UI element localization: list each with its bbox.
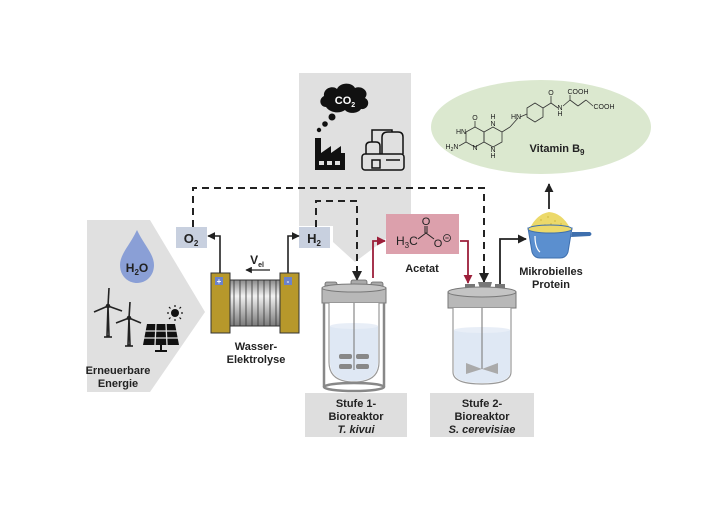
minus-terminal	[284, 277, 292, 285]
electrolysis-label-line2: Elektrolyse	[227, 354, 286, 366]
atom-h: H	[557, 111, 562, 118]
membrane-ribs	[233, 280, 277, 326]
smoke-dot	[316, 127, 322, 133]
cathode-electrode	[279, 272, 300, 334]
svg-text:S. cerevisiae: S. cerevisiae	[449, 424, 516, 436]
refinery-icon	[361, 129, 405, 171]
acetate-box-bg	[386, 214, 459, 254]
plus-sign: +	[217, 277, 222, 286]
negative-charge-icon	[443, 234, 451, 242]
atom-h: H	[490, 153, 495, 160]
h2-label: H2	[307, 231, 321, 248]
h2-outlet-arrow	[287, 232, 300, 273]
acetate-carbonyl-o: O	[422, 216, 431, 228]
svg-text:Bioreaktor: Bioreaktor	[454, 411, 510, 423]
protein-scoop-icon	[527, 212, 592, 259]
co2-panel-shape	[299, 73, 411, 262]
dashed-gas-lines	[192, 187, 485, 278]
o2-recycle-dashed-line	[192, 187, 485, 278]
minus-sign: -	[287, 277, 290, 286]
reactor-1-label: Stufe 1- Bioreaktor T. kivui	[305, 393, 407, 437]
smoke-dot	[322, 121, 328, 127]
atom-o: O	[548, 90, 554, 97]
protein-label-line2: Protein	[532, 279, 570, 291]
plus-terminal	[215, 277, 223, 285]
co2-source-panel: CO2	[299, 73, 411, 262]
atom-cooh: COOH	[594, 104, 615, 111]
reactor-2-impeller	[466, 363, 498, 374]
sun-icon	[167, 305, 183, 321]
acetate-out-arrow	[460, 240, 473, 284]
atom-cooh: COOH	[568, 89, 589, 96]
wind-turbine-icon	[93, 287, 142, 347]
anode-electrode	[210, 272, 231, 334]
electrolysis-membrane	[227, 279, 283, 327]
smoke-dot	[328, 113, 336, 121]
protein-label-line1: Mikrobielles	[519, 266, 583, 278]
water-drop-icon	[120, 230, 154, 283]
acetate-bond	[417, 232, 435, 240]
acetate-h3c: H3C	[396, 234, 418, 250]
h2-box-bg	[299, 227, 330, 248]
svg-text:T. kivui: T. kivui	[337, 424, 375, 436]
o2-box-bg	[176, 227, 207, 248]
renewable-label-line2: Energie	[98, 378, 138, 390]
vitamin-ellipse	[431, 80, 651, 174]
water-label: H2O	[126, 261, 148, 277]
reactor-2-label: Stufe 2- Bioreaktor S. cerevisiae	[430, 393, 534, 437]
protein-arrow	[499, 234, 527, 284]
svg-text:Bioreaktor: Bioreaktor	[328, 411, 384, 423]
electrolysis-label-line1: Wasser-	[235, 341, 278, 353]
atom-n: N	[472, 145, 477, 152]
atom-hn: HN	[456, 129, 466, 136]
reactor-1	[321, 279, 387, 393]
svg-text:Stufe 2-: Stufe 2-	[462, 398, 503, 410]
co2-cloud-icon	[320, 83, 369, 113]
atom-n: N	[490, 121, 495, 128]
acetate-anion-o: O	[434, 238, 443, 250]
solar-panel-icon	[143, 323, 179, 352]
acetate-box: H3C O O Acetat	[386, 214, 459, 275]
renewable-label-line1: Erneuerbare	[86, 365, 151, 377]
electrolysis-unit: + - Vel Wasser- Elektrolyse	[207, 232, 300, 366]
renewable-energy-panel: H2O	[86, 220, 205, 392]
factory-icon	[315, 138, 345, 170]
atom-hn: HN	[511, 114, 521, 121]
atom-h: H	[490, 114, 495, 121]
h2-box: H2	[299, 227, 330, 248]
atom-h2n: H2N	[446, 144, 459, 153]
atom-n: N	[557, 105, 562, 112]
renewable-chevron	[87, 220, 205, 392]
voltage-label: Vel	[250, 253, 264, 269]
o2-box: O2	[176, 227, 207, 248]
atom-o: O	[472, 115, 478, 122]
acetate-in-arrow	[372, 236, 386, 278]
svg-text:Stufe 1-: Stufe 1-	[336, 398, 377, 410]
reactor-1-frame	[322, 303, 386, 393]
o2-outlet-arrow	[207, 232, 221, 273]
co2-label: CO2	[335, 95, 356, 109]
reactor-1-impellers	[339, 354, 369, 369]
vitamin-label: Vitamin B9	[530, 143, 586, 157]
vitamin-b9-panel: O HN H2N N H N N H HN O N H COOH COOH Vi…	[431, 80, 651, 174]
acetate-label: Acetat	[405, 263, 439, 275]
h2-dashed-line	[315, 200, 358, 276]
o2-label: O2	[184, 231, 199, 248]
atom-n: N	[490, 147, 495, 154]
reactor-2	[447, 282, 517, 385]
folate-structure	[458, 95, 594, 148]
